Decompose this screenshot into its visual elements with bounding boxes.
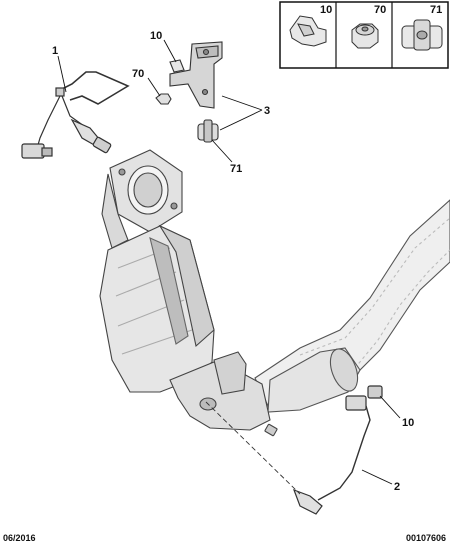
callout-3: 3 bbox=[264, 105, 270, 117]
exhaust-pipe bbox=[254, 199, 450, 413]
callout-71: 71 bbox=[230, 163, 242, 175]
catalytic-converter bbox=[99, 149, 278, 437]
sensor-position-dashed-line bbox=[205, 401, 301, 495]
parts-inset-box: 10 70 71 bbox=[279, 1, 449, 69]
callout-70: 70 bbox=[132, 68, 144, 80]
upstream-oxygen-sensor bbox=[21, 71, 130, 159]
nut-part-70-icon bbox=[351, 23, 379, 49]
callout-1: 1 bbox=[52, 45, 58, 57]
inset-label-70: 70 bbox=[374, 4, 386, 16]
callout-10-bottom: 10 bbox=[402, 417, 414, 429]
bushing-part-71-icon bbox=[401, 19, 443, 51]
clip-part-10-icon bbox=[289, 15, 327, 47]
inset-label-10: 10 bbox=[320, 4, 332, 16]
callout-2: 2 bbox=[394, 481, 400, 493]
callout-leaders bbox=[57, 39, 401, 485]
footer-reference: 00107606 bbox=[405, 533, 446, 543]
callout-10-top: 10 bbox=[150, 30, 162, 42]
downstream-oxygen-sensor bbox=[292, 385, 383, 515]
mounting-bracket bbox=[155, 41, 223, 143]
inset-label-71: 71 bbox=[430, 4, 442, 16]
footer-date: 06/2016 bbox=[3, 533, 36, 543]
